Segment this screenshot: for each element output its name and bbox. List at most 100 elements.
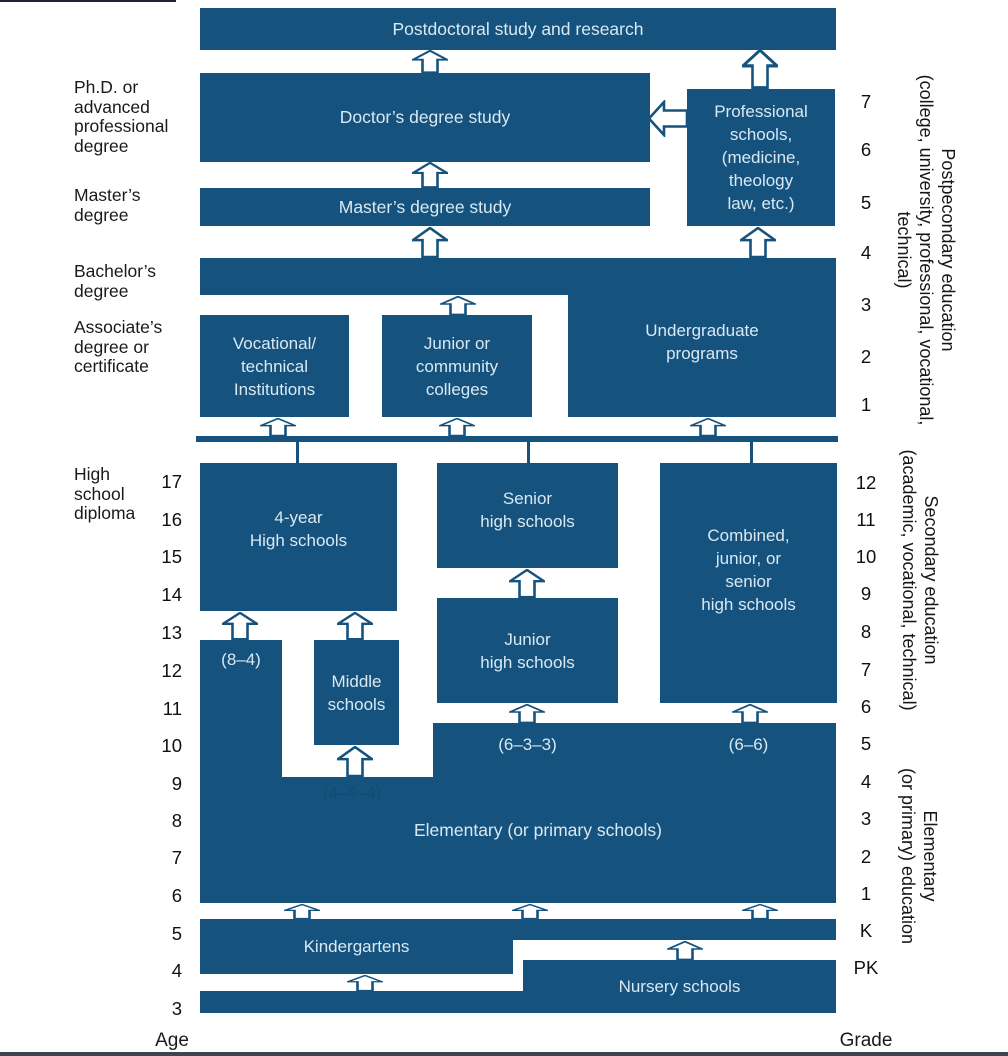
box-label: Combined, junior, or senior high schools — [701, 526, 796, 614]
age-label: 10 — [161, 735, 182, 756]
grade-label: PK — [853, 957, 879, 978]
box-senior-high-schools: Senior high schools — [437, 463, 618, 568]
up-arrow-icon — [667, 941, 703, 960]
box-label: Postdoctoral study and research — [392, 18, 644, 39]
grade-label: 9 — [860, 583, 872, 604]
age-label: 12 — [161, 660, 182, 681]
age-label: 7 — [171, 847, 182, 868]
box-label: Middle schools — [327, 671, 386, 714]
grade-label: 12 — [855, 472, 877, 493]
age-label: 3 — [171, 998, 182, 1019]
box-middle-schools: Middle schools — [314, 640, 399, 745]
age-label: 4 — [171, 960, 182, 981]
left-arrow-icon — [648, 100, 688, 137]
elementary-main-block — [200, 777, 836, 903]
box-professional-schools: Professional schools, (medicine, theolog… — [687, 89, 835, 226]
age-label: 15 — [161, 546, 182, 567]
connector-line — [527, 442, 530, 463]
box-postdoctoral: Postdoctoral study and research — [200, 8, 836, 50]
box-vocational-technical: Vocational/ technical Institutions — [200, 315, 349, 417]
grade-label: 1 — [860, 394, 872, 415]
kindergarten-band — [513, 919, 836, 940]
box-label: Professional schools, (medicine, theolog… — [714, 102, 808, 213]
left-label-bachelors: Bachelor’s degree — [74, 261, 157, 301]
age-label: 5 — [171, 923, 182, 944]
side-label-postsecondary: Postpecondary education (college, univer… — [894, 74, 958, 426]
box-label: Junior high schools — [480, 629, 575, 672]
grade-label: 3 — [860, 294, 872, 315]
box-label: 4-year High schools — [249, 508, 348, 550]
left-label-masters: Master’s degree — [74, 185, 141, 225]
grade-label: 7 — [860, 659, 872, 680]
grade-label: 5 — [860, 192, 872, 213]
box-label: Vocational/ technical Institutions — [232, 333, 317, 399]
age-label: 16 — [161, 509, 182, 530]
up-arrow-icon — [412, 50, 448, 73]
box-combined-high-schools: Combined, junior, or senior high schools — [660, 463, 837, 703]
up-arrow-icon — [337, 612, 373, 640]
up-arrow-icon — [439, 418, 475, 436]
box-junior-community-colleges: Junior or community colleges — [382, 315, 532, 417]
up-arrow-icon — [732, 704, 768, 723]
elementary-label: Elementary (or primary schools) — [414, 820, 662, 840]
box-kindergartens: Kindergartens — [200, 919, 513, 974]
grade-label: 2 — [860, 846, 872, 867]
box-label: Junior or community colleges — [415, 333, 499, 399]
left-label-phd: Ph.D. or advanced professional degree — [74, 77, 169, 156]
box-undergraduate: Undergraduate programs — [568, 258, 836, 417]
box-four-year-high-schools: 4-year High schools — [200, 463, 397, 611]
grade-label: 8 — [860, 621, 872, 642]
grade-label: 6 — [860, 139, 872, 160]
path-label-6-6: (6–6) — [728, 735, 769, 754]
bottom-edge-artifact — [0, 1052, 1008, 1056]
up-arrow-icon — [284, 904, 320, 919]
age-label: 6 — [171, 885, 182, 906]
box-doctors-degree: Doctor’s degree study — [200, 73, 650, 162]
divider-bar — [196, 436, 838, 442]
grade-caption: Grade — [839, 1030, 893, 1051]
side-label-secondary: Secondary education (academic, vocationa… — [899, 449, 941, 711]
box-masters-degree: Master’s degree study — [200, 188, 650, 226]
age-label: 13 — [161, 622, 182, 643]
box-nursery-schools: Nursery schools — [523, 960, 836, 1013]
up-arrow-icon — [440, 296, 476, 315]
up-arrow-icon — [742, 49, 778, 89]
up-arrow-icon — [347, 975, 383, 991]
box-label: Nursery schools — [618, 977, 741, 996]
box-label: Kindergartens — [303, 937, 410, 956]
path-label-4-4-4: (4–4–4) — [322, 783, 382, 802]
box-label: Master’s degree study — [338, 196, 512, 217]
age-label: 8 — [171, 810, 182, 831]
box-label: Senior high schools — [480, 488, 575, 531]
grade-label: 7 — [860, 91, 872, 112]
grade-label: 5 — [860, 733, 872, 754]
left-label-hs-diploma: High school diploma — [74, 464, 136, 523]
up-arrow-icon — [222, 612, 258, 640]
age-label: 9 — [171, 773, 182, 794]
grade-label: 1 — [860, 883, 872, 904]
up-arrow-icon — [742, 904, 778, 919]
box-label: Undergraduate programs — [645, 320, 759, 363]
left-label-associates: Associate’s degree or certificate — [74, 317, 163, 376]
up-arrow-icon — [509, 569, 545, 598]
up-arrow-icon — [509, 704, 545, 723]
grade-label: 10 — [855, 546, 877, 567]
grade-label: 4 — [860, 771, 872, 792]
path-label-8-4: (8–4) — [221, 650, 261, 669]
up-arrow-icon — [412, 162, 448, 188]
age-label: 17 — [161, 471, 182, 492]
grade-label: 11 — [856, 509, 876, 530]
up-arrow-icon — [260, 418, 296, 436]
up-arrow-icon — [412, 227, 448, 258]
up-arrow-icon — [690, 418, 726, 436]
path-label-6-3-3: (6–3–3) — [498, 735, 557, 754]
up-arrow-icon — [740, 227, 776, 258]
up-arrow-icon — [512, 904, 548, 919]
nursery-band — [200, 991, 523, 1013]
up-arrow-icon — [337, 746, 373, 777]
age-label: 11 — [162, 698, 182, 719]
connector-line — [296, 442, 299, 463]
grade-label: 2 — [860, 346, 872, 367]
grade-label: K — [859, 920, 873, 941]
